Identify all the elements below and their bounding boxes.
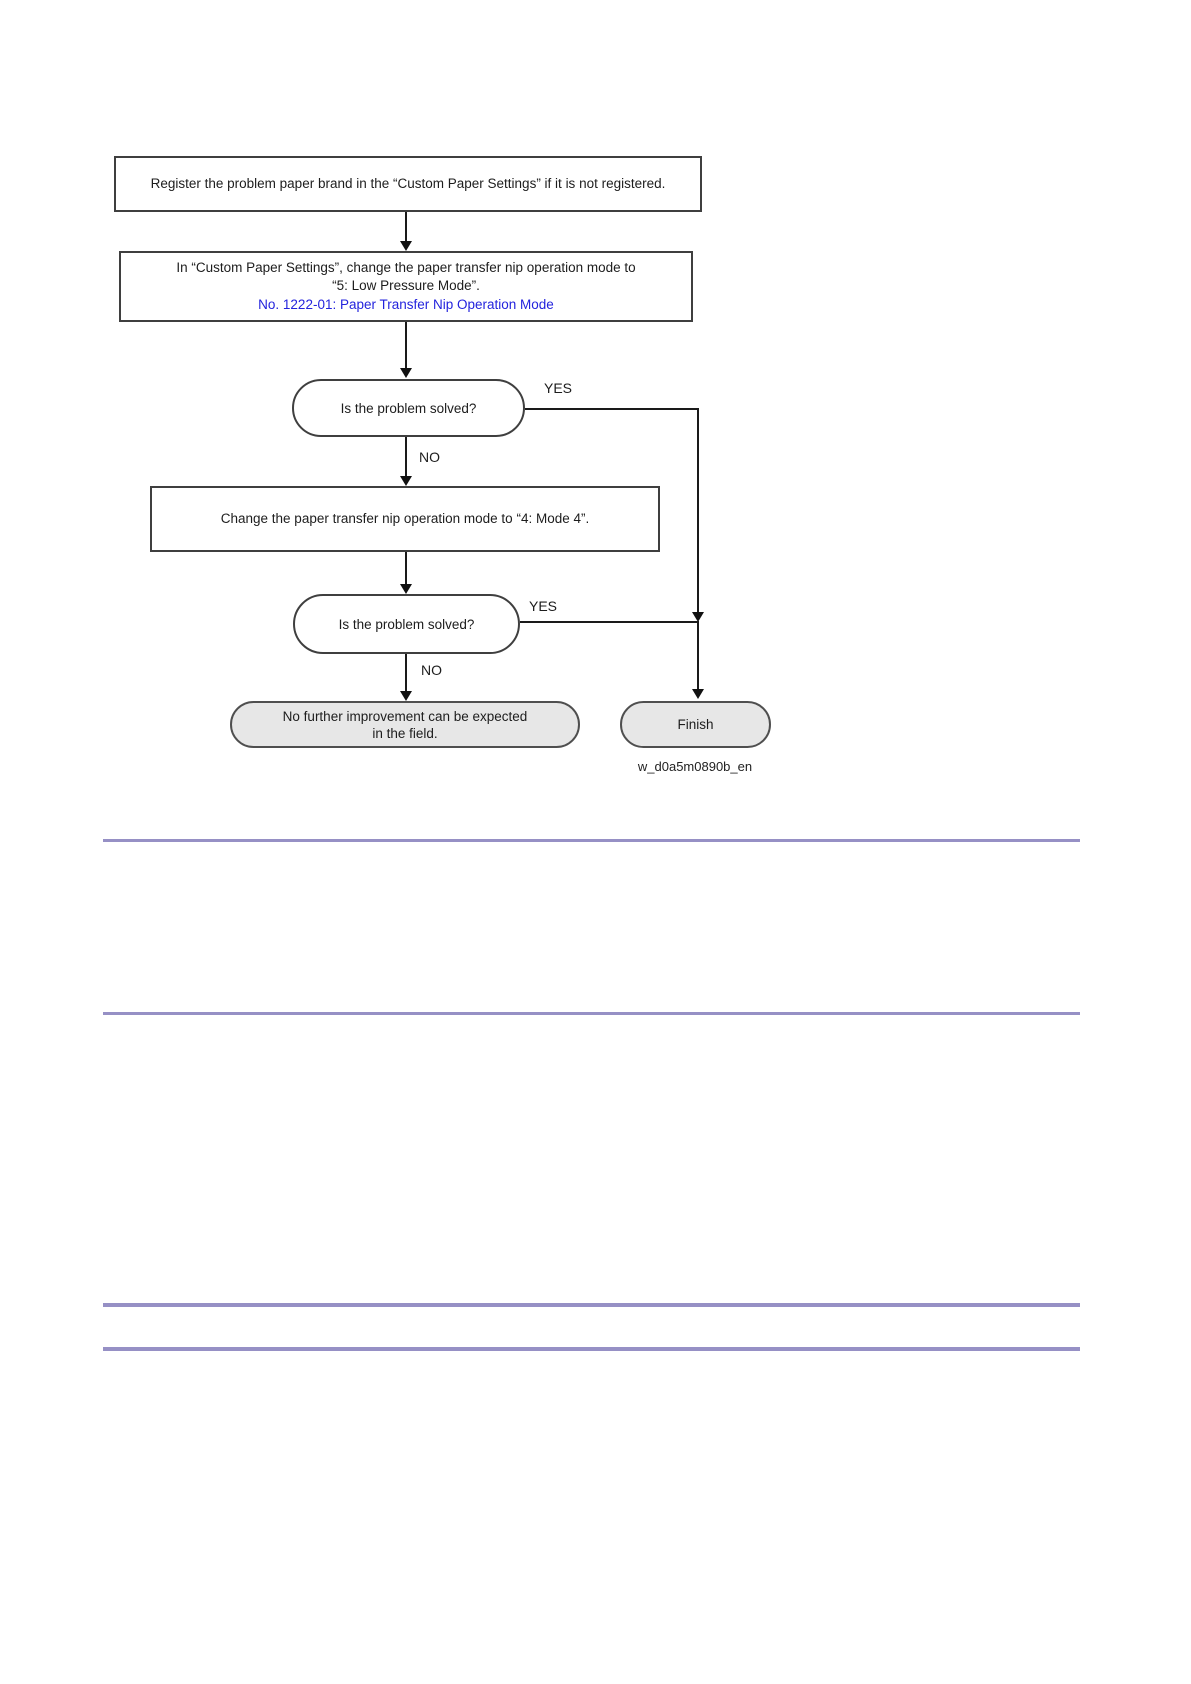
node-decision-1-text: Is the problem solved? xyxy=(340,400,477,416)
connector-line xyxy=(405,322,407,368)
label-no-2: NO xyxy=(421,662,442,678)
connector-line xyxy=(405,552,407,584)
arrowhead xyxy=(400,691,412,701)
node-decision-2-text: Is the problem solved? xyxy=(338,616,475,632)
arrowhead xyxy=(400,476,412,486)
label-yes-2: YES xyxy=(529,598,558,614)
node-finish-text: Finish xyxy=(677,717,714,732)
divider-rule-1 xyxy=(103,839,1080,842)
node-decision-1: Is the problem solved? xyxy=(292,379,525,437)
label-no-1: NO xyxy=(419,449,440,465)
node-register-paper-brand: Register the problem paper brand in the … xyxy=(114,156,702,212)
arrowhead xyxy=(692,689,704,699)
figure-caption: w_d0a5m0890b_en xyxy=(637,759,753,774)
connector-line xyxy=(405,654,407,691)
node-change-mode5-line2: “5: Low Pressure Mode”. xyxy=(332,278,480,294)
link-1222-01[interactable]: No. 1222-01: Paper Transfer Nip Operatio… xyxy=(258,296,554,312)
label-yes-1: YES xyxy=(544,380,573,396)
node-finish: Finish xyxy=(620,701,771,748)
connector-line xyxy=(697,623,699,689)
node-no-improvement-line2: in the field. xyxy=(372,725,438,741)
node-change-mode4: Change the paper transfer nip operation … xyxy=(150,486,660,552)
node-register-text: Register the problem paper brand in the … xyxy=(150,175,666,191)
arrowhead xyxy=(692,612,704,622)
node-change-mode5: In “Custom Paper Settings”, change the p… xyxy=(119,251,693,322)
connector-line xyxy=(525,408,699,410)
flowchart-canvas: Register the problem paper brand in the … xyxy=(0,0,1191,800)
divider-rule-4 xyxy=(103,1347,1080,1351)
connector-line xyxy=(520,621,699,623)
arrowhead xyxy=(400,241,412,251)
node-change-mode4-text: Change the paper transfer nip operation … xyxy=(220,510,590,526)
node-change-mode5-line1: In “Custom Paper Settings”, change the p… xyxy=(176,259,636,275)
node-no-improvement: No further improvement can be expected i… xyxy=(230,701,580,748)
connector-line xyxy=(405,437,407,476)
node-decision-2: Is the problem solved? xyxy=(293,594,520,654)
divider-rule-2 xyxy=(103,1012,1080,1015)
connector-line xyxy=(697,408,699,612)
divider-rule-3 xyxy=(103,1303,1080,1307)
arrowhead xyxy=(400,368,412,378)
connector-line xyxy=(405,212,407,241)
node-no-improvement-line1: No further improvement can be expected xyxy=(282,708,528,724)
arrowhead xyxy=(400,584,412,594)
